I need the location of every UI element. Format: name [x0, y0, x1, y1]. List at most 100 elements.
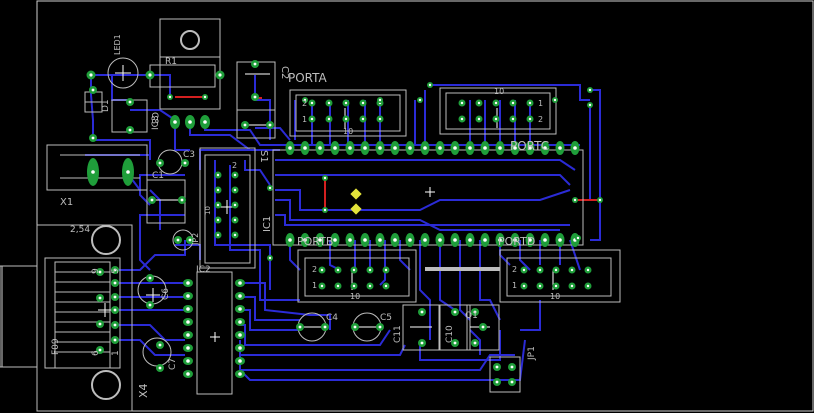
pad-hole: [495, 380, 499, 384]
label-db9-9: 9: [91, 268, 101, 274]
pad-hole: [148, 303, 152, 307]
pad-hole: [428, 83, 432, 87]
pad-hole: [150, 198, 154, 202]
pad-hole: [473, 310, 477, 314]
pad-hole: [186, 372, 190, 376]
pad-hole: [554, 268, 558, 272]
pad-hole: [361, 101, 365, 105]
pad-hole: [186, 294, 190, 298]
pad-hole: [148, 73, 152, 77]
pad-hole: [128, 128, 132, 132]
pad-hole: [318, 238, 322, 242]
pad-hole: [511, 101, 515, 105]
label-d1: D1: [101, 99, 111, 112]
pad-hole: [378, 146, 382, 150]
pad-hole: [384, 268, 388, 272]
pad-hole: [344, 101, 348, 105]
pad-hole: [148, 276, 152, 280]
pad-hole: [98, 296, 102, 300]
label-ic2: IC2: [196, 265, 211, 275]
pad-hole: [553, 98, 557, 102]
pad-hole: [570, 284, 574, 288]
pad-hole: [558, 238, 562, 242]
label-jp1: JP1: [527, 346, 537, 361]
portb-pin1: 1: [312, 281, 317, 290]
pad-hole: [268, 186, 272, 190]
pad-hole: [513, 146, 517, 150]
label-c7: C7: [168, 358, 178, 370]
pad-hole: [477, 117, 481, 121]
pad-hole: [453, 341, 457, 345]
pad-hole: [158, 343, 162, 347]
pad-hole: [438, 146, 442, 150]
pad-hole: [423, 238, 427, 242]
pad-hole: [336, 268, 340, 272]
pad-hole: [393, 238, 397, 242]
pad-hole: [588, 88, 592, 92]
label-pitch: 2,54: [70, 225, 90, 235]
pad-hole: [513, 238, 517, 242]
red-jumpers: [175, 96, 600, 210]
pad-hole: [183, 161, 187, 165]
pad-hole: [353, 325, 357, 329]
pad-hole: [570, 268, 574, 272]
pad-hole: [378, 325, 382, 329]
label-c2: C2: [279, 66, 290, 79]
pad-hole: [528, 117, 532, 121]
pad-hole: [598, 198, 602, 202]
pad-hole: [352, 268, 356, 272]
pad-hole: [238, 359, 242, 363]
pad-hole: [91, 136, 95, 140]
porta-pin1: 1: [302, 115, 307, 124]
pad-hole: [113, 268, 117, 272]
copper-traces: [85, 74, 601, 381]
porta-pin2: 2: [302, 99, 307, 108]
pad-hole: [233, 203, 237, 207]
pad-hole: [91, 88, 95, 92]
label-c3: C3: [183, 150, 195, 160]
pad-hole: [511, 117, 515, 121]
portd-pin1: 1: [512, 281, 517, 290]
pad-hole: [216, 173, 220, 177]
pad-hole: [538, 284, 542, 288]
label-db9-1: 1: [111, 350, 121, 356]
label-c8: C8: [149, 112, 159, 124]
pad-hole: [586, 284, 590, 288]
pad-hole: [176, 238, 180, 242]
pad-hole: [216, 188, 220, 192]
pad-hole: [576, 236, 580, 240]
pad-hole: [586, 268, 590, 272]
pad-hole: [348, 146, 352, 150]
pad-hole: [216, 233, 220, 237]
pad-hole: [522, 268, 526, 272]
label-ic1: IC1: [262, 216, 273, 232]
pad-hole: [453, 310, 457, 314]
pad-hole: [180, 198, 184, 202]
pad-hole: [554, 284, 558, 288]
pad-hole: [408, 238, 412, 242]
pad-hole: [216, 203, 220, 207]
pad-hole: [268, 256, 272, 260]
pad-hole: [468, 238, 472, 242]
label-q1: Q1: [465, 311, 478, 321]
pad-hole: [327, 117, 331, 121]
label-porta: PORTA: [288, 71, 328, 85]
pad-hole: [438, 238, 442, 242]
pad-hole: [113, 338, 117, 342]
pad-hole: [423, 146, 427, 150]
label-r1: R1: [165, 57, 177, 67]
pad-hole: [510, 380, 514, 384]
pad-hole: [368, 268, 372, 272]
pad-hole: [528, 146, 532, 150]
pad-hole: [420, 341, 424, 345]
pad-hole: [378, 238, 382, 242]
label-c6: C6: [161, 288, 171, 300]
pad-hole: [233, 233, 237, 237]
pad-hole: [408, 146, 412, 150]
pad-hole: [89, 73, 93, 77]
pad-hole: [352, 284, 356, 288]
pad-hole: [253, 62, 257, 66]
label-s1: S1: [258, 150, 269, 163]
pad-hole: [327, 101, 331, 105]
pad-hole: [218, 73, 222, 77]
